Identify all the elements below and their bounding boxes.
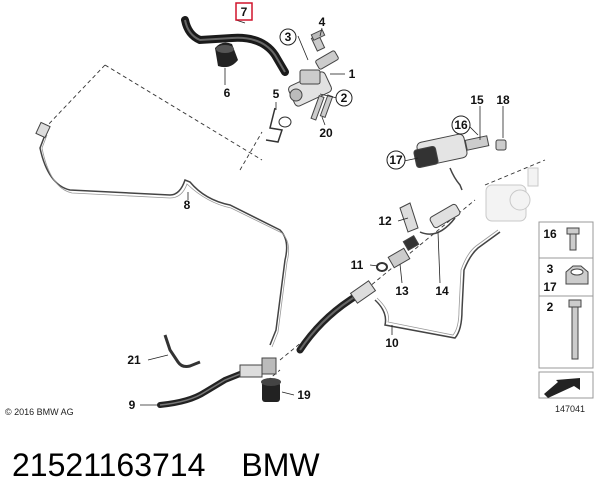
bolt-4 xyxy=(310,29,326,52)
legend-16[interactable]: 16 xyxy=(543,227,557,241)
cap-18 xyxy=(495,139,507,151)
callout-8[interactable]: 8 xyxy=(184,198,191,212)
copyright: © 2016 BMW AG xyxy=(5,407,74,417)
callout-3[interactable]: 3 xyxy=(285,30,292,44)
callout-17[interactable]: 17 xyxy=(389,153,403,167)
highlight-box-7 xyxy=(235,2,253,21)
callout-12[interactable]: 12 xyxy=(378,214,392,228)
line-14 xyxy=(419,203,461,235)
dashed-leader-lines xyxy=(44,64,546,386)
hose-fitting xyxy=(349,280,377,304)
callout-2[interactable]: 2 xyxy=(341,91,348,105)
bolt-16-icon xyxy=(566,227,580,251)
callout-18[interactable]: 18 xyxy=(496,93,510,107)
leader-lines xyxy=(140,19,504,406)
nut-icon xyxy=(565,265,589,285)
callout-7[interactable]: 7 xyxy=(241,5,248,19)
callout-labels: 7 4 3 1 2 5 6 20 15 18 16 17 8 12 11 13 … xyxy=(127,2,510,412)
o-ring-11 xyxy=(376,262,388,272)
bracket-12 xyxy=(399,202,419,233)
callout-19[interactable]: 19 xyxy=(297,388,311,402)
bracket-21 xyxy=(163,334,201,368)
legend-2[interactable]: 2 xyxy=(547,300,554,314)
callout-14[interactable]: 14 xyxy=(435,284,449,298)
diagram-id: 147041 xyxy=(555,404,585,414)
callout-11[interactable]: 11 xyxy=(351,258,364,272)
legend-3[interactable]: 3 xyxy=(547,262,554,276)
fitting-13 xyxy=(387,234,420,269)
callout-15[interactable]: 15 xyxy=(470,93,484,107)
callout-6[interactable]: 6 xyxy=(224,86,231,100)
faded-housing xyxy=(485,167,539,222)
callout-13[interactable]: 13 xyxy=(395,284,409,298)
hose-7 xyxy=(181,16,289,76)
master-cylinder-1 xyxy=(288,50,339,107)
callout-5[interactable]: 5 xyxy=(273,87,280,101)
pipe-8 xyxy=(39,134,290,348)
callout-1[interactable]: 1 xyxy=(349,67,356,81)
brand-name: BMW xyxy=(241,447,320,483)
callout-16[interactable]: 16 xyxy=(454,118,468,132)
pipe-10 xyxy=(374,229,501,339)
pin-20 xyxy=(310,94,334,121)
part-caption: 21521163714 BMW xyxy=(12,440,320,490)
grommet-19 xyxy=(261,378,281,402)
hardware-legend: 16 3 17 2 xyxy=(538,221,594,369)
clip-5 xyxy=(265,107,283,143)
part-number: 21521163714 xyxy=(12,447,206,483)
callout-21[interactable]: 21 xyxy=(127,353,141,367)
arrow-box xyxy=(538,371,594,399)
long-bolt-icon xyxy=(568,299,582,360)
callout-9[interactable]: 9 xyxy=(129,398,136,412)
slave-cylinder-15 xyxy=(413,133,490,169)
cap-6 xyxy=(215,42,238,68)
callout-20[interactable]: 20 xyxy=(319,126,333,140)
callout-10[interactable]: 10 xyxy=(385,336,399,350)
callout-4[interactable]: 4 xyxy=(319,15,326,29)
parts-diagram: 7 4 3 1 2 5 6 20 15 18 16 17 8 12 11 13 … xyxy=(5,2,594,417)
legend-17[interactable]: 17 xyxy=(543,280,557,294)
pipe-end-fitting xyxy=(35,121,51,139)
